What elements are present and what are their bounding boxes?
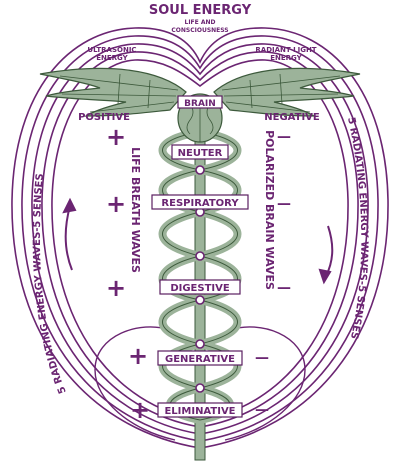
up-arrow-icon [62, 197, 77, 271]
center-plates [151, 95, 249, 418]
negative-label: NEGATIVE [264, 112, 320, 123]
right-wing-label-line2: ENERGY [270, 54, 302, 62]
plus-sign: + [106, 274, 126, 302]
center-label-digestive: DIGESTIVE [170, 283, 230, 294]
polarized-brain-waves-label: POLARIZED BRAIN WAVES [263, 130, 276, 290]
life-breath-waves-label: LIFE BREATH WAVES [129, 147, 142, 273]
plus-sign: + [106, 123, 126, 151]
right-wing-label-line1: RADIANT LIGHT [255, 46, 316, 54]
subtitle-line2: CONSCIOUSNESS [171, 27, 228, 34]
title: SOUL ENERGY [149, 3, 252, 18]
minus-signs: — — — — — [255, 129, 291, 418]
minus-sign: — [277, 129, 291, 145]
left-wing-label-line1: ULTRASONIC [87, 46, 136, 54]
center-label-respiratory: RESPIRATORY [161, 198, 239, 209]
minus-sign: — [277, 280, 291, 296]
center-label-neuter: NEUTER [178, 148, 223, 159]
minus-sign: — [255, 402, 269, 418]
left-wing-label-line2: ENERGY [96, 54, 128, 62]
plus-sign: + [128, 342, 148, 370]
center-label-eliminative: ELIMINATIVE [164, 406, 235, 417]
caduceus-snakes [158, 128, 242, 424]
down-arrow-icon [318, 225, 334, 285]
left-outer-label: 5 RADIATING ENERGY WAVES-5 SENSES [32, 173, 69, 395]
minus-sign: — [255, 350, 269, 366]
plus-signs: + + + + + [106, 123, 150, 424]
left-outer-label-path: 5 RADIATING ENERGY WAVES-5 SENSES [32, 173, 69, 395]
knot-circles [195, 165, 205, 393]
center-label-generative: GENERATIVE [165, 354, 235, 365]
minus-sign: — [277, 196, 291, 212]
outer-loops [11, 27, 389, 449]
positive-label: POSITIVE [78, 112, 130, 123]
left-wing [39, 67, 187, 117]
subtitle-line1: LIFE AND [185, 19, 216, 26]
plus-sign: + [106, 190, 126, 218]
inner-loops [94, 326, 306, 441]
plus-sign: + [130, 396, 150, 424]
right-wing [213, 67, 361, 117]
center-label-brain: BRAIN [184, 99, 216, 109]
